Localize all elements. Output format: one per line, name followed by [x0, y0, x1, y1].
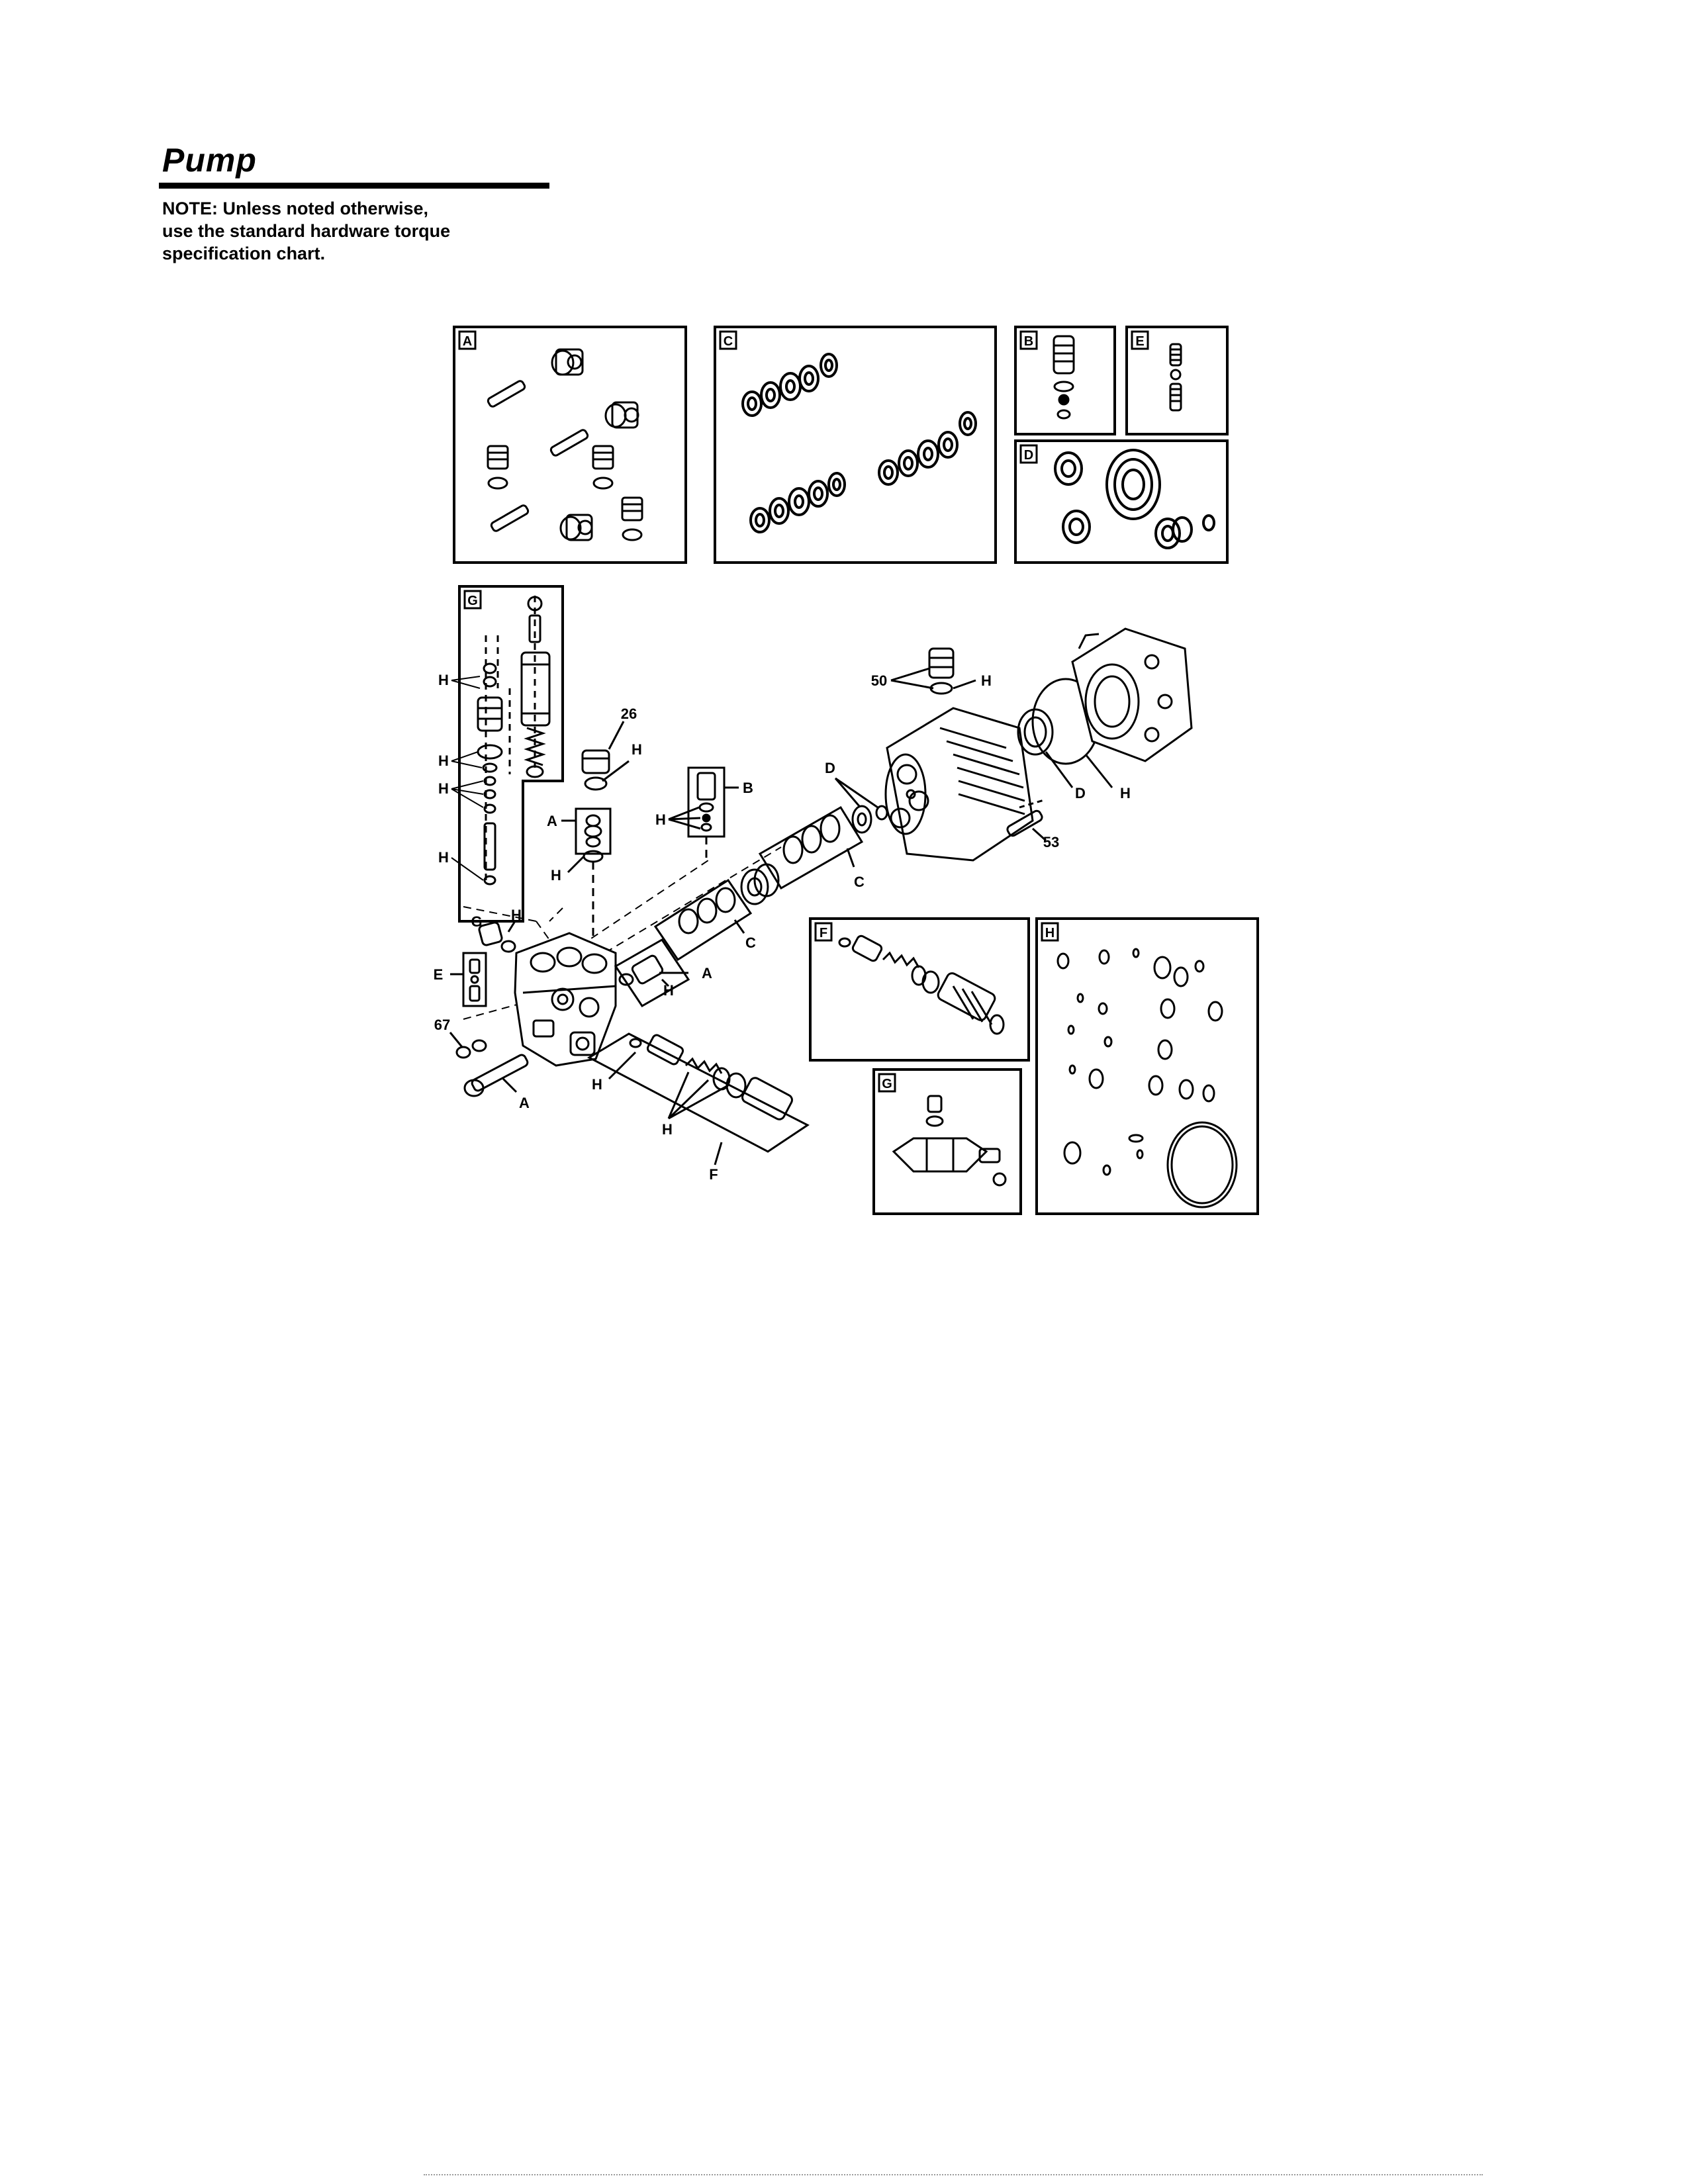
kit-d-seal-group [834, 777, 888, 834]
part-50-callout: 50 [871, 672, 887, 689]
section-title: Pump [162, 142, 257, 179]
kit-a-panel: A [453, 326, 687, 564]
kit-a-callout: A [547, 813, 557, 829]
kit-h-callout: H [981, 672, 992, 689]
kit-h-label: H [1045, 926, 1055, 940]
kit-h-panel: H [1035, 917, 1259, 1215]
check-valve-icon [551, 348, 639, 541]
part-50-fitting [890, 647, 976, 695]
kit-b-label: B [1024, 334, 1033, 349]
part-53-bolt [1006, 798, 1047, 842]
pump-end-cover [1071, 627, 1193, 762]
piston-bearing-icon [740, 863, 780, 905]
kit-h-callout: H [592, 1076, 602, 1093]
kit-h-callout: H [632, 741, 642, 758]
kit-g-bottom-panel: G [872, 1068, 1022, 1215]
kit-d-panel: D [1014, 439, 1229, 564]
part-26-cap [581, 721, 630, 791]
kit-b-inset [668, 766, 739, 860]
kit-f-panel: F [809, 917, 1030, 1062]
kit-h-callout: H [663, 982, 674, 999]
kit-g-bottom-label: G [882, 1077, 892, 1091]
kit-h-callout: H [438, 849, 449, 866]
part-26-callout: 26 [621, 705, 637, 722]
unloader-parts-icon [477, 596, 551, 886]
kit-g-callout: G [471, 913, 482, 930]
kit-a-label: A [463, 334, 472, 349]
kit-c-seal-group [758, 805, 864, 890]
kit-c-panel: C [714, 326, 997, 564]
kit-e-inset [450, 952, 487, 1007]
kit-c-label: C [724, 334, 733, 349]
callout-leaders [451, 676, 484, 881]
bolt-icon [487, 380, 589, 532]
torque-note: NOTE: Unless noted otherwise, use the st… [162, 199, 451, 263]
kit-d-label: D [1024, 448, 1033, 463]
part-67-bolt [449, 1032, 529, 1097]
kit-h-callout: H [655, 811, 666, 828]
kit-e-label: E [1135, 334, 1144, 349]
kit-b-panel: B [1014, 326, 1116, 435]
kit-h-callout: H [511, 907, 522, 923]
kit-c-callout: C [745, 934, 756, 951]
kit-a-callout: A [702, 965, 712, 981]
kit-h-callout: H [551, 867, 561, 884]
title-rule [159, 183, 549, 189]
kit-a-inset [561, 807, 612, 940]
kit-e-callout: E [434, 966, 444, 983]
packing-seal-icon [741, 353, 977, 533]
kit-h-callout: H [438, 752, 449, 769]
kit-b-callout: B [743, 780, 753, 796]
plug-icon [478, 921, 516, 953]
kit-d-callout: D [825, 760, 835, 776]
valve-cap-icon [487, 445, 643, 541]
bearing-seal-icon [1054, 449, 1215, 549]
kit-f-outlet-group [586, 1032, 810, 1165]
kit-f-label: F [820, 926, 827, 940]
scan-artifact [424, 2174, 1483, 2178]
spring-icon [1169, 343, 1182, 412]
kit-c-seal-group [653, 878, 753, 962]
kit-a-callout: A [519, 1095, 530, 1111]
o-ring-set-icon [1056, 948, 1238, 1208]
kit-a-valve-group [614, 938, 690, 1007]
kit-g-label: G [467, 594, 478, 608]
kit-h-callout: H [438, 780, 449, 797]
kit-g-panel: G [438, 585, 564, 923]
kit-e-panel: E [1125, 326, 1229, 435]
kit-h-callout: H [662, 1121, 673, 1138]
kit-h-callout: H [438, 672, 449, 688]
assembly-guide-lines [463, 846, 782, 1020]
pump-manifold [514, 932, 617, 1067]
kit-d-callout: D [1075, 785, 1086, 801]
part-53-callout: 53 [1043, 834, 1059, 850]
kit-c-callout: C [854, 874, 865, 890]
pump-crankcase [884, 707, 1034, 862]
part-67-callout: 67 [434, 1017, 450, 1033]
outlet-valve-icon [838, 934, 1005, 1035]
unloader-valve-icon [892, 1095, 1007, 1187]
kit-f-callout: F [709, 1166, 718, 1183]
kit-h-callout: H [1120, 785, 1131, 801]
inlet-fitting-icon [1053, 335, 1075, 420]
